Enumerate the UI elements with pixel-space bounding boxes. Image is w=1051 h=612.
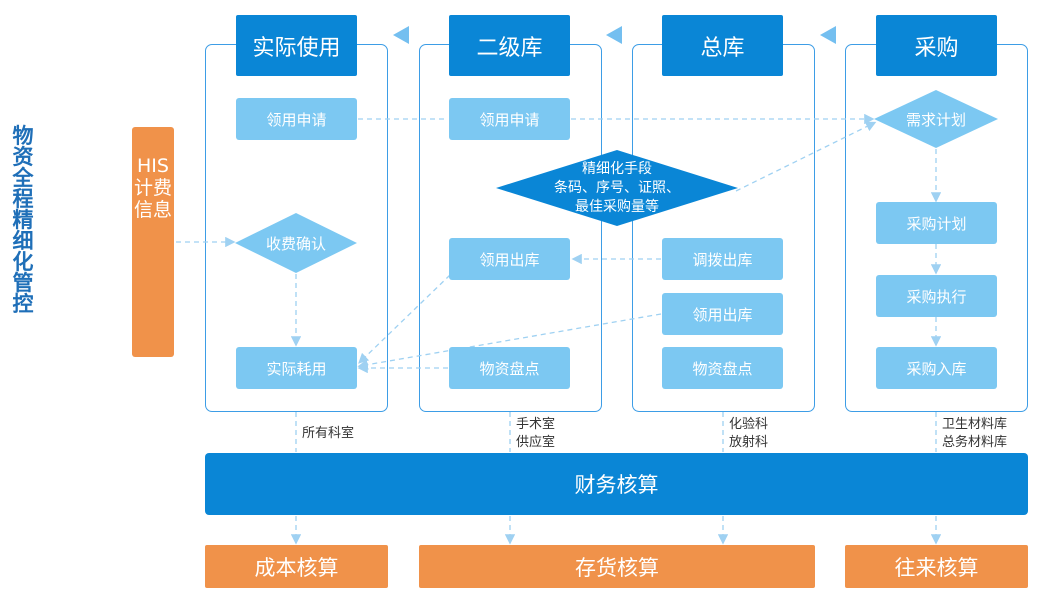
actual-consume-box: 实际耗用 <box>236 347 357 389</box>
flow-arrow-icon <box>820 26 836 44</box>
note-radiology: 放射科 <box>729 435 769 450</box>
note-lab: 化验科 <box>729 417 769 432</box>
flow-arrow-icon <box>393 26 409 44</box>
refine-diamond <box>496 150 738 226</box>
fee-confirm-label: 收费确认 <box>265 234 326 253</box>
note-operating-room: 手术室 <box>516 417 556 432</box>
demand-plan-label: 需求计划 <box>905 110 966 129</box>
refine-line-2: 条码、序号、证照、 <box>554 180 680 196</box>
note-supply-room: 供应室 <box>516 435 556 450</box>
secondary-request-box: 领用申请 <box>449 98 570 140</box>
page-title: 物资全程精细化管控 <box>12 124 34 316</box>
inventory-accounting-box: 存货核算 <box>419 545 815 588</box>
header-actual-use: 实际使用 <box>236 15 357 76</box>
fee-confirm-diamond <box>235 213 357 273</box>
finance-accounting-bar: 财务核算 <box>205 453 1028 515</box>
refine-line-3: 最佳采购量等 <box>575 199 659 215</box>
purchase-exec-box: 采购执行 <box>876 275 997 317</box>
note-general-materials: 总务材料库 <box>942 435 1008 450</box>
header-main-store: 总库 <box>662 15 783 76</box>
note-medical-materials: 卫生材料库 <box>942 417 1008 432</box>
main-transfer-box: 调拨出库 <box>662 238 783 280</box>
purchase-in-box: 采购入库 <box>876 347 997 389</box>
his-billing-box: HIS计费信息 <box>132 127 174 357</box>
secondary-inventory-box: 物资盘点 <box>449 347 570 389</box>
purchase-plan-box: 采购计划 <box>876 202 997 244</box>
demand-plan-diamond <box>874 90 998 148</box>
refine-text: 精细化手段 条码、序号、证照、 最佳采购量等 <box>536 160 698 217</box>
header-secondary-store: 二级库 <box>449 15 570 76</box>
header-purchase: 采购 <box>876 15 997 76</box>
refine-line-1: 精细化手段 <box>582 161 652 177</box>
main-inventory-box: 物资盘点 <box>662 347 783 389</box>
note-all-departments: 所有科室 <box>302 426 355 441</box>
main-outbound-box: 领用出库 <box>662 293 783 335</box>
use-request-box: 领用申请 <box>236 98 357 140</box>
cost-accounting-box: 成本核算 <box>205 545 388 588</box>
flow-arrow-icon <box>606 26 622 44</box>
receivables-accounting-box: 往来核算 <box>845 545 1028 588</box>
secondary-outbound-box: 领用出库 <box>449 238 570 280</box>
